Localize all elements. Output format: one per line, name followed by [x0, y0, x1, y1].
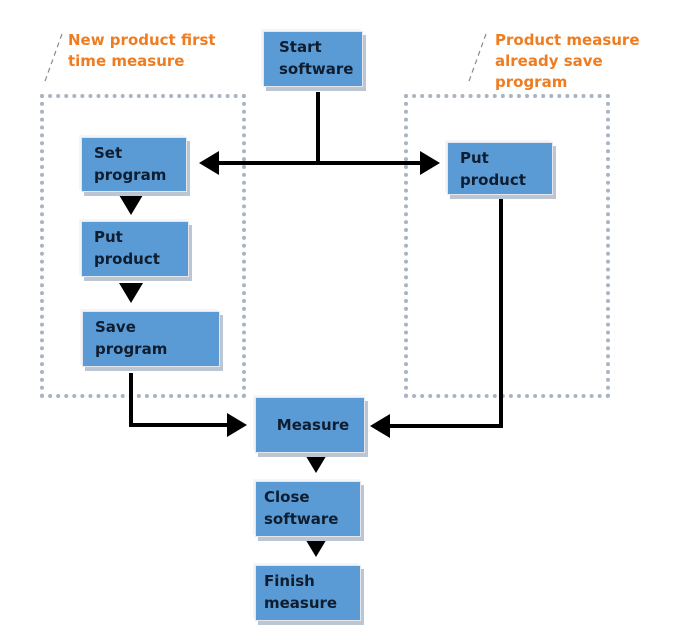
node-set-program: Set program — [81, 137, 187, 192]
group-label-leader-new-product — [43, 33, 63, 85]
node-save-program: Save program — [82, 311, 220, 367]
node-put-product-saved: Put product — [447, 142, 553, 195]
group-frame-new-product — [40, 94, 246, 398]
edge-put-product-saved-to-measure — [370, 198, 503, 438]
node-finish-measure: Finish measure — [255, 565, 361, 621]
group-label-leader-saved-program — [467, 33, 487, 85]
node-close-software: Close software — [255, 481, 361, 537]
node-measure: Measure — [255, 397, 365, 453]
node-start-software: Start software — [263, 31, 363, 87]
group-label-saved-program: Product measure already save program — [495, 31, 640, 91]
group-frame-saved-program — [404, 94, 610, 398]
node-put-product-new: Put product — [81, 221, 189, 277]
group-label-new-product: New product first time measure — [68, 31, 216, 70]
edge-save-program-to-measure — [129, 373, 247, 437]
